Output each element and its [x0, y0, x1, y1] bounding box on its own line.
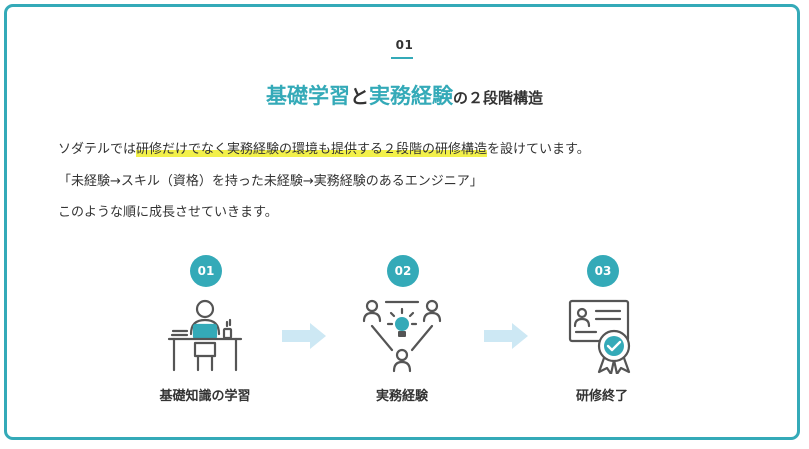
- studying-person-icon: [167, 299, 243, 372]
- heading-suffix: の２段階構造: [453, 89, 544, 107]
- content-card: [4, 4, 800, 440]
- step-1-badge: 01: [190, 255, 222, 287]
- highlighted-text: 研修だけでなく実務経験の環境も提供する２段階の研修構造: [136, 142, 488, 157]
- step-3-label: 研修終了: [575, 389, 628, 404]
- paragraph-2: 「未経験→スキル（資格）を持った未経験→実務経験のあるエンジニア」: [58, 174, 483, 189]
- certificate-icon: [568, 299, 631, 374]
- heading-connector: と: [349, 86, 369, 108]
- step-2-label: 実務経験: [375, 389, 428, 404]
- step-1: 01 基礎知識の学習: [135, 255, 275, 415]
- step-3-badge: 03: [587, 255, 619, 287]
- heading-accent-2: 実務経験: [369, 84, 453, 108]
- arrow-right-icon: [282, 323, 326, 349]
- paragraph-1: ソダテルでは研修だけでなく実務経験の環境も提供する２段階の研修構造を設けています…: [58, 138, 590, 157]
- heading-accent-1: 基礎学習: [265, 84, 350, 108]
- paragraph-1-end: を設けています。: [487, 142, 590, 157]
- paragraph-1-start: ソダテルでは: [58, 142, 137, 157]
- step-2-badge: 02: [387, 255, 419, 287]
- section-number-underline: [391, 57, 413, 59]
- step-3: 03 研修終了: [532, 255, 672, 415]
- paragraph-3: このような順に成長させていきます。: [58, 205, 278, 220]
- section-number: 01: [395, 38, 414, 52]
- step-1-label: 基礎知識の学習: [159, 389, 251, 404]
- section-heading: 基礎学習と実務経験の２段階構造: [0, 80, 809, 110]
- team-idea-icon: [362, 299, 442, 373]
- step-2: 02 実務経験: [332, 255, 472, 415]
- arrow-right-icon: [484, 323, 528, 349]
